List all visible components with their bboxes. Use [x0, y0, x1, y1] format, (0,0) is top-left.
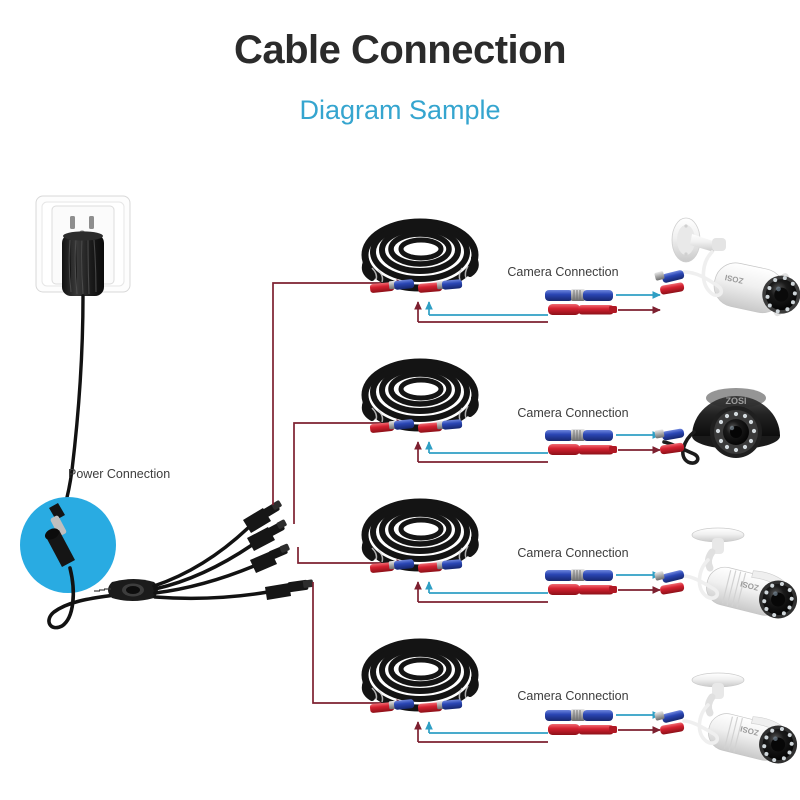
camera-4-bullet-white: ZOSI: [654, 672, 798, 764]
power-route-row-4: [312, 582, 405, 707]
power-splitter-1-to-4: [94, 579, 158, 601]
dc-barrel-pair-2: [548, 444, 617, 455]
power-adapter: [62, 231, 104, 296]
camera-brand-2: ZOSI: [725, 396, 746, 406]
row-2-group: Camera Connection: [361, 358, 780, 465]
cable-right-connectors-3: [417, 559, 463, 573]
splitter-output-plug-3: [250, 543, 290, 573]
dc-jack-female: [44, 528, 75, 567]
camera-connection-label-3: Camera Connection: [517, 546, 628, 560]
cable-right-connectors-2: [417, 419, 463, 433]
row-3-group: Camera Connection: [361, 498, 798, 619]
camera-brand-1: ZOSI: [724, 273, 744, 286]
splitter-input-lead: [47, 566, 116, 630]
camera-2-dome-black: ZOSI: [654, 388, 780, 465]
power-route-row-1: [272, 279, 405, 505]
bnc-coupler-pair-1: [545, 289, 613, 301]
bnc-coupler-pair-3: [545, 569, 613, 581]
splitter-output-plug-4: [265, 579, 314, 600]
extension-cable-coil-3: [361, 498, 479, 573]
camera-connection-label-4: Camera Connection: [517, 689, 628, 703]
cable-left-connectors-4: [369, 699, 415, 713]
cable-left-connectors-1: [369, 279, 415, 293]
dc-barrel-pair-3: [548, 584, 617, 595]
power-route-row-2: [293, 419, 405, 524]
camera-connection-label-2: Camera Connection: [517, 406, 628, 420]
power-route-row-3: [297, 547, 405, 567]
cable-right-connectors-1: [417, 279, 463, 293]
cable-left-connectors-3: [369, 559, 415, 573]
power-connection-highlight: [20, 497, 116, 593]
bnc-coupler-pair-2: [545, 429, 613, 441]
cable-right-connectors-4: [417, 699, 463, 713]
extension-cable-coil-1: [361, 218, 479, 293]
camera-brand-4: ZOSI: [739, 724, 759, 737]
page-subtitle: Diagram Sample: [299, 95, 501, 125]
adapter-cord: [54, 294, 85, 530]
extension-cable-coil-4: [361, 638, 479, 713]
splitter-output-leads: [152, 526, 270, 601]
camera-1-bullet-white: ZOSI: [654, 217, 800, 317]
power-routing-lines: [272, 279, 405, 707]
cable-left-connectors-2: [369, 419, 415, 433]
page-title: Cable Connection: [233, 28, 567, 72]
row-4-group: Camera Connection: [361, 638, 798, 764]
dc-barrel-pair-1: [548, 304, 617, 315]
camera-connection-label-1: Camera Connection: [507, 265, 618, 279]
extension-cable-coil-2: [361, 358, 479, 433]
splitter-output-plug-2: [247, 519, 287, 551]
dc-barrel-pair-4: [548, 724, 617, 735]
power-connection-label: Power Connection: [68, 467, 171, 481]
dc-plug-male: [49, 503, 67, 536]
row-1-group: Camera Connection: [361, 217, 800, 323]
splitter-output-plug-1: [243, 500, 282, 533]
camera-3-bullet-white: ZOSI: [654, 527, 798, 619]
bnc-coupler-pair-4: [545, 709, 613, 721]
camera-brand-3: ZOSI: [739, 579, 759, 592]
